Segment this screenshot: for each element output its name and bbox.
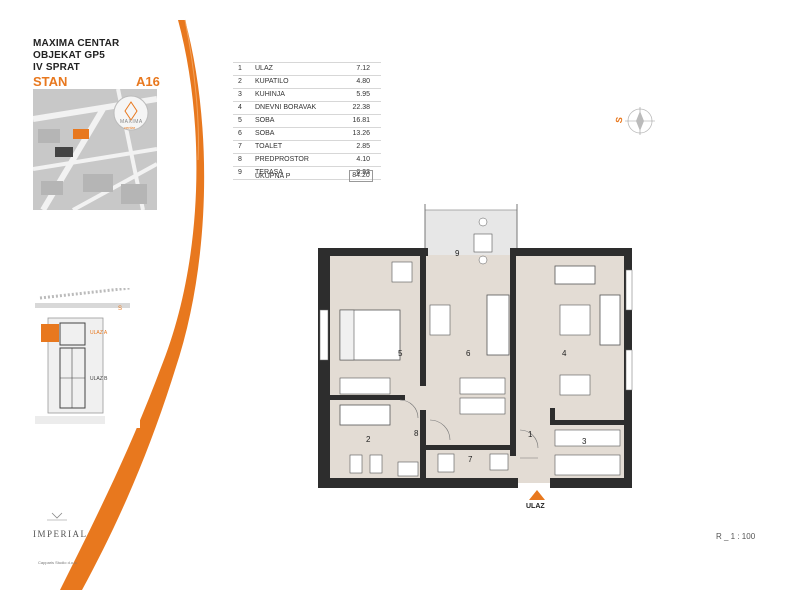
room-label-9: 9 xyxy=(455,249,460,258)
project-name: MAXIMA CENTAR xyxy=(33,38,120,49)
ulaz-a-label: ULAZ A xyxy=(90,330,108,336)
compass-icon xyxy=(625,107,655,135)
room-label-4: 4 xyxy=(562,349,567,358)
floor-name: IV SPRAT xyxy=(33,62,80,73)
entrance-label: ULAZ xyxy=(526,503,545,510)
key-plan-drawing xyxy=(30,286,140,428)
total-label: UKUPNA P xyxy=(255,173,291,180)
floor-plan xyxy=(318,204,633,488)
brand-sub: Capparis Studio d.o.o. xyxy=(38,560,78,565)
room-label-8: 8 xyxy=(414,429,419,438)
room-label-1: 1 xyxy=(528,430,533,439)
map-drawing xyxy=(33,89,157,210)
room-label-3: 3 xyxy=(582,437,587,446)
room-label-6: 6 xyxy=(466,349,471,358)
brand-name: IMPERIAL xyxy=(33,529,88,539)
brand-logo xyxy=(32,512,82,530)
table-total-row xyxy=(233,170,348,184)
location-map: MAXIMA centar xyxy=(33,89,157,210)
building-name: OBJEKAT GP5 xyxy=(33,50,106,61)
map-logo-text: MAXIMA xyxy=(120,119,143,125)
stan-code: A16 xyxy=(136,74,160,89)
stan-label: STAN xyxy=(33,74,68,89)
ulaz-b-label: ULAZ B xyxy=(90,376,108,382)
room-label-2: 2 xyxy=(366,435,371,444)
key-plan-north: S xyxy=(118,306,123,312)
brand-crest-icon xyxy=(47,512,67,521)
room-label-7: 7 xyxy=(468,455,473,464)
map-logo-sub: centar xyxy=(124,125,136,130)
total-value: 84.20 xyxy=(349,170,373,182)
room-label-5: 5 xyxy=(398,349,403,358)
orange-swoosh xyxy=(60,19,205,590)
entrance-arrow-icon xyxy=(529,490,545,500)
key-plan: ULAZ A ULAZ B S xyxy=(30,286,140,428)
scale-label: R _ 1 : 100 xyxy=(716,532,756,541)
